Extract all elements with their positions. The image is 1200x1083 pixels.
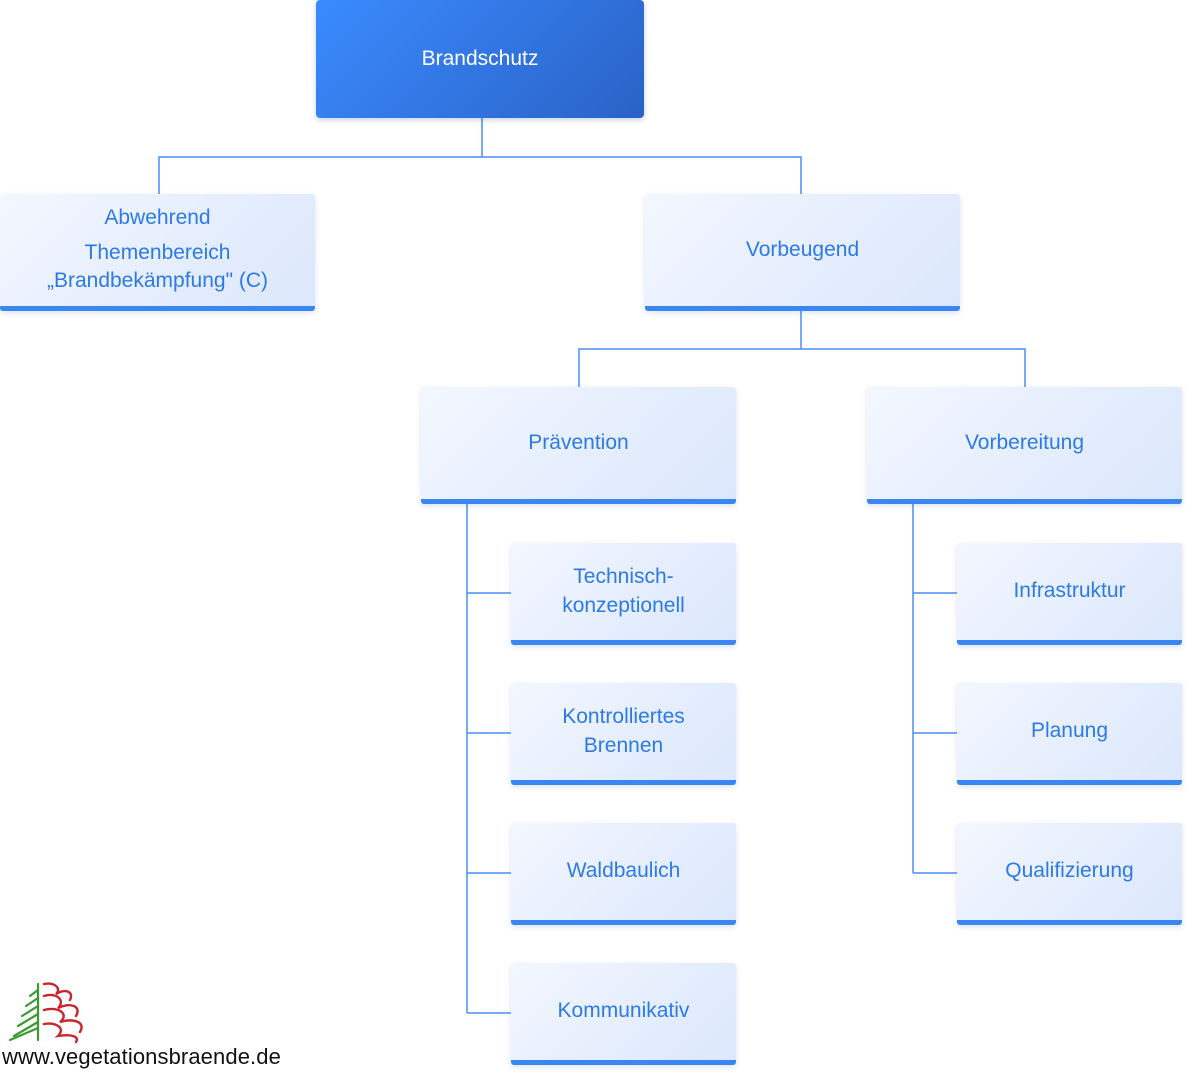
node-planung: Planung — [957, 683, 1182, 785]
connector-vorbeugend-to-children — [578, 311, 1026, 387]
node-kontrolliertes-brennen: Kontrolliertes Brennen — [511, 683, 736, 785]
abwehrend-line3: „Brandbekämpfung" (C) — [46, 269, 269, 293]
website-url[interactable]: www.vegetationsbraende.de — [2, 1044, 281, 1069]
tree-flame-logo-icon — [8, 982, 83, 1044]
node-technisch-konzeptionell: Technisch- konzeptionell — [511, 543, 736, 645]
connector-vorbereitung-leaves — [912, 503, 957, 874]
node-infrastruktur: Infrastruktur — [957, 543, 1182, 645]
abwehrend-title: Abwehrend — [104, 206, 211, 230]
node-vorbeugend: Vorbeugend — [645, 194, 960, 311]
node-brandschutz: Brandschutz — [316, 0, 644, 118]
connector-root-to-children — [158, 118, 802, 194]
node-vorbereitung: Vorbereitung — [867, 387, 1182, 504]
abwehrend-line2: Themenbereich — [84, 240, 231, 264]
node-waldbaulich: Waldbaulich — [511, 823, 736, 925]
node-kommunikativ: Kommunikativ — [511, 963, 736, 1065]
node-praevention: Prävention — [421, 387, 736, 504]
connector-praevention-leaves — [466, 503, 511, 1014]
node-qualifizierung: Qualifizierung — [957, 823, 1182, 925]
node-abwehrend: Abwehrend Themenbereich „Brandbekämpfung… — [0, 194, 315, 311]
